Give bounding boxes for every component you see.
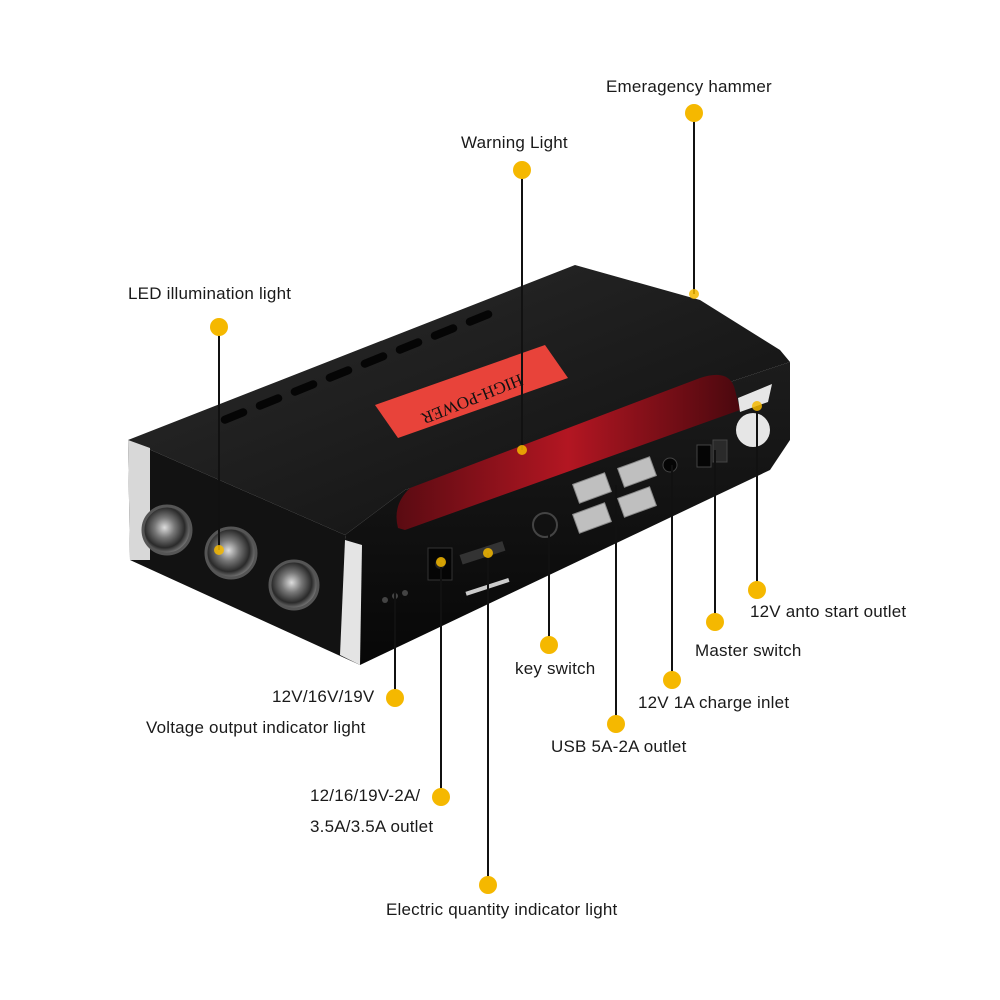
marker-led-light-end bbox=[214, 545, 224, 555]
electric-quantity-bar bbox=[459, 541, 506, 565]
marker-dc-outlet-end bbox=[436, 557, 446, 567]
marker-emergency-hammer-end bbox=[689, 289, 699, 299]
led-lens-1 bbox=[141, 504, 193, 556]
label-charge-inlet: 12V 1A charge inlet bbox=[638, 693, 790, 712]
marker-voltage bbox=[386, 689, 404, 707]
warning-light-strip bbox=[396, 374, 740, 530]
label-master-switch: Master switch bbox=[695, 641, 802, 660]
marker-auto-start bbox=[748, 581, 766, 599]
engine-start-button bbox=[736, 413, 770, 447]
label-electric-light: Electric quantity indicator light bbox=[386, 900, 618, 919]
label-dc-outlet-line1: 12/16/19V-2A/ bbox=[310, 786, 421, 805]
leader-lines bbox=[218, 113, 758, 885]
key-switch-button bbox=[532, 512, 558, 538]
marker-master-switch bbox=[706, 613, 724, 631]
marker-usb bbox=[607, 715, 625, 733]
top-grip-ridges bbox=[220, 310, 493, 424]
device-front-face bbox=[345, 362, 790, 665]
callout-markers bbox=[210, 104, 766, 894]
label-usb-outlet: USB 5A-2A outlet bbox=[551, 737, 687, 756]
trim-right bbox=[340, 540, 362, 665]
marker-dc-outlet bbox=[432, 788, 450, 806]
label-voltage-value: 12V/16V/19V bbox=[272, 687, 375, 706]
marker-led-light bbox=[210, 318, 228, 336]
label-emergency-hammer: Emeragency hammer bbox=[606, 77, 772, 96]
marker-key-switch bbox=[540, 636, 558, 654]
marker-electric-light-end bbox=[483, 548, 493, 558]
label-dc-outlet-line2: 3.5A/3.5A outlet bbox=[310, 817, 434, 836]
label-auto-start: 12V anto start outlet bbox=[750, 602, 907, 621]
marker-emergency-hammer bbox=[685, 104, 703, 122]
master-switch-toggle bbox=[696, 444, 712, 468]
marker-electric-light bbox=[479, 876, 497, 894]
label-voltage-light: Voltage output indicator light bbox=[146, 718, 366, 737]
label-warning-light: Warning Light bbox=[461, 133, 568, 152]
marker-warning-light-end bbox=[517, 445, 527, 455]
led-lens-3 bbox=[268, 559, 320, 611]
marker-charge-inlet bbox=[663, 671, 681, 689]
label-key-switch: key switch bbox=[515, 659, 596, 678]
usb-ports bbox=[571, 456, 658, 534]
charge-inlet-port bbox=[662, 457, 678, 473]
led-lens-2 bbox=[204, 526, 258, 580]
marker-warning-light bbox=[513, 161, 531, 179]
label-led-light: LED illumination light bbox=[128, 284, 292, 303]
marker-auto-start-end bbox=[752, 401, 762, 411]
